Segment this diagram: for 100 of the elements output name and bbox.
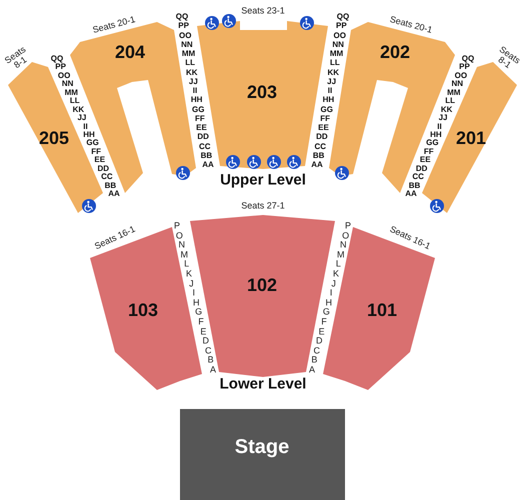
row-letter: JJ <box>188 78 198 86</box>
row-letter: L <box>336 260 341 269</box>
row-letter: N <box>178 240 186 250</box>
row-letter: EE <box>318 124 329 132</box>
row-letter: N <box>340 240 346 250</box>
stage-area <box>180 409 345 500</box>
row-letter: NN <box>181 40 193 49</box>
row-letter: CC <box>198 142 211 150</box>
row-letter: OO <box>58 72 70 80</box>
row-letter: GG <box>320 106 333 114</box>
row-letter: GG <box>86 139 99 148</box>
section-number: 101 <box>366 301 398 319</box>
row-letter: QQ <box>176 13 188 21</box>
row-letter: OO <box>454 72 468 80</box>
section-number: 201 <box>456 129 486 147</box>
row-letter: C <box>314 346 320 356</box>
row-letter: FF <box>320 114 330 123</box>
row-letter: FF <box>91 148 102 156</box>
seat-range-label: Seats 16-1 <box>388 224 432 252</box>
row-letter: J <box>189 279 194 288</box>
row-letter: HH <box>430 130 442 139</box>
seat-range-label: Seats 23-1 <box>241 6 285 16</box>
row-letter: I <box>192 288 196 298</box>
row-letter: PP <box>55 63 66 72</box>
row-letter: QQ <box>336 13 350 21</box>
section-number: 205 <box>38 129 70 147</box>
row-letter: B <box>311 356 318 365</box>
row-letter: PP <box>459 63 470 72</box>
row-letter: LL <box>70 97 80 106</box>
section-number: 203 <box>246 83 278 101</box>
row-letter: AA <box>202 161 214 169</box>
row-letter: EE <box>196 124 207 132</box>
row-letter: O <box>342 231 350 240</box>
row-letter: NN <box>452 80 464 88</box>
row-letter: LL <box>445 97 456 106</box>
row-letter: II <box>192 87 198 95</box>
row-letter: O <box>176 231 183 240</box>
row-letter: K <box>186 270 192 278</box>
row-letter: A <box>210 366 216 374</box>
section-number: 202 <box>380 43 410 61</box>
seating-section <box>323 227 435 390</box>
row-letter: A <box>309 366 315 374</box>
row-letter: HH <box>190 96 202 104</box>
row-letter: CC <box>314 142 326 150</box>
row-letter: C <box>204 346 212 356</box>
level-label: Upper Level <box>220 172 306 188</box>
row-letter: I <box>330 288 332 298</box>
row-letter: H <box>326 298 332 308</box>
row-letter: II <box>83 122 88 130</box>
row-letter: AA <box>405 190 417 198</box>
row-letter: HH <box>83 130 95 139</box>
seat-range-label: Seats 20-1 <box>92 15 136 35</box>
row-letter: EE <box>94 156 106 164</box>
row-letter: AA <box>311 161 323 169</box>
row-letter: F <box>198 318 204 326</box>
level-label: Lower Level <box>220 376 306 392</box>
row-letter: BB <box>200 152 212 160</box>
row-letter: CC <box>101 173 113 182</box>
row-letter: E <box>200 327 206 336</box>
row-letter: MM <box>330 50 344 58</box>
row-letter: P <box>345 222 351 230</box>
seating-section <box>90 227 202 390</box>
row-letter: JJ <box>327 78 336 86</box>
row-letter: KK <box>186 68 198 76</box>
row-letter: CC <box>412 173 424 182</box>
row-letter: KK <box>72 106 84 114</box>
row-letter: MM <box>64 88 78 97</box>
row-letter: NN <box>332 40 344 49</box>
row-letter: MM <box>182 50 196 58</box>
row-letter: L <box>184 260 190 269</box>
row-letter: BB <box>408 182 420 190</box>
row-letter: K <box>333 270 339 278</box>
row-letter: PP <box>178 22 189 30</box>
row-letter: JJ <box>77 114 86 122</box>
seat-range-label: Seats 27-1 <box>241 202 285 210</box>
row-letter: HH <box>322 96 334 104</box>
seat-range-label: Seats 20-1 <box>388 15 434 35</box>
row-letter: BB <box>104 182 116 190</box>
row-letter: F <box>321 318 327 326</box>
row-letter: GG <box>426 139 439 148</box>
row-letter: NN <box>62 80 74 88</box>
row-letter: KK <box>327 68 340 76</box>
section-number: 102 <box>246 276 278 294</box>
row-letter: P <box>174 222 180 230</box>
row-letter: FF <box>424 148 434 156</box>
row-letter: H <box>192 298 200 308</box>
row-letter: OO <box>179 32 192 40</box>
row-letter: BB <box>312 152 324 160</box>
row-letter: LL <box>185 59 196 68</box>
row-letter: B <box>208 356 214 365</box>
row-letter: GG <box>192 106 204 114</box>
row-letter: DD <box>98 164 110 173</box>
stage-label: Stage <box>234 437 290 457</box>
row-letter: PP <box>336 22 347 30</box>
row-letter: AA <box>108 190 120 198</box>
section-number: 103 <box>128 301 158 319</box>
seating-section <box>190 215 335 377</box>
row-letter: QQ <box>462 55 474 63</box>
row-letter: E <box>318 327 325 336</box>
row-letter: M <box>180 250 188 260</box>
